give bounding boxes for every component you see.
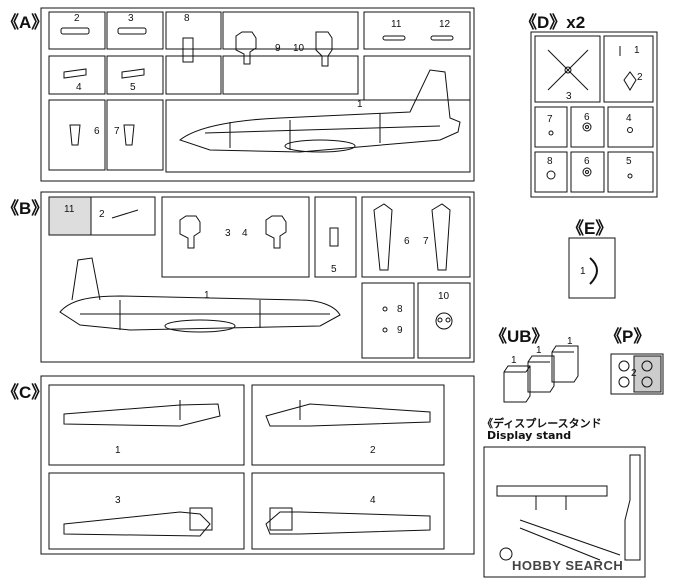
part-b-4: 4 — [242, 228, 248, 239]
part-d-7: 7 — [547, 114, 553, 125]
display-stand-parts — [496, 454, 641, 561]
part-c-2: 2 — [370, 445, 376, 456]
display-stand-frame — [483, 446, 646, 578]
part-a-4: 4 — [76, 82, 82, 93]
part-a-1: 1 — [357, 99, 363, 110]
part-a-8: 8 — [184, 13, 190, 24]
part-d-8: 8 — [547, 156, 553, 167]
part-a-10: 10 — [293, 43, 305, 54]
part-d-1: 1 — [634, 45, 640, 56]
part-a-12: 12 — [439, 19, 451, 30]
display-stand-title-jp: 《ディスプレースタンド — [482, 417, 602, 430]
part-b-6: 6 — [404, 236, 410, 247]
part-d-6a: 6 — [584, 112, 590, 123]
ub-blocks — [503, 345, 579, 403]
part-d-2: 2 — [637, 72, 643, 83]
sprue-d-label: 《D》x2 — [520, 13, 586, 32]
part-b-3: 3 — [225, 228, 231, 239]
part-b-5: 5 — [331, 264, 337, 275]
part-a-5: 5 — [130, 82, 136, 93]
part-b-8: 8 — [397, 304, 403, 315]
sprue-p-label: 《P》 — [605, 327, 651, 346]
sprue-e-frame — [568, 237, 616, 299]
part-c-3: 3 — [115, 495, 121, 506]
sprue-c-frame — [40, 375, 475, 555]
part-ub-1c: 1 — [567, 336, 573, 347]
part-d-3: 3 — [566, 91, 572, 102]
sprue-b-label: 《B》 — [2, 199, 49, 218]
part-b-1: 1 — [204, 290, 210, 301]
sprue-p — [610, 353, 664, 395]
sprue-a-frame — [40, 7, 475, 182]
part-b-2: 2 — [99, 209, 105, 220]
part-a-6: 6 — [94, 126, 100, 137]
part-p-2: 2 — [631, 368, 637, 379]
part-a-11: 11 — [391, 19, 402, 30]
part-c-4: 4 — [370, 495, 376, 506]
part-a-2: 2 — [74, 13, 80, 24]
sprue-b-frame — [40, 191, 475, 363]
part-a-3: 3 — [128, 13, 134, 24]
sprue-e-label: 《E》 — [567, 219, 613, 238]
part-d-4: 4 — [626, 113, 632, 124]
part-a-9: 9 — [275, 43, 281, 54]
part-a-7: 7 — [114, 126, 120, 137]
part-c-1: 1 — [115, 445, 121, 456]
sprue-c-parts — [63, 400, 431, 537]
sprue-b-parts — [59, 203, 453, 333]
sprue-ub-label: 《UB》 — [490, 327, 549, 346]
part-b-10: 10 — [438, 291, 450, 302]
sprue-a-label: 《A》 — [2, 13, 49, 32]
part-ub-1b: 1 — [536, 345, 542, 356]
sprue-a-parts — [60, 27, 461, 153]
part-e-1: 1 — [580, 266, 586, 277]
sprue-e-part — [589, 257, 598, 285]
display-stand-title-en: Display stand — [487, 429, 572, 442]
part-b-9: 9 — [397, 325, 403, 336]
sprue-c-label: 《C》 — [2, 383, 49, 402]
part-d-5: 5 — [626, 156, 632, 167]
part-b-11: 11 — [64, 204, 75, 215]
sprue-d-parts — [546, 46, 637, 180]
part-d-6b: 6 — [584, 156, 590, 167]
part-ub-1a: 1 — [511, 355, 517, 366]
part-b-7: 7 — [423, 236, 429, 247]
watermark: HOBBY SEARCH — [512, 558, 624, 573]
sprue-d-frame — [530, 31, 658, 198]
